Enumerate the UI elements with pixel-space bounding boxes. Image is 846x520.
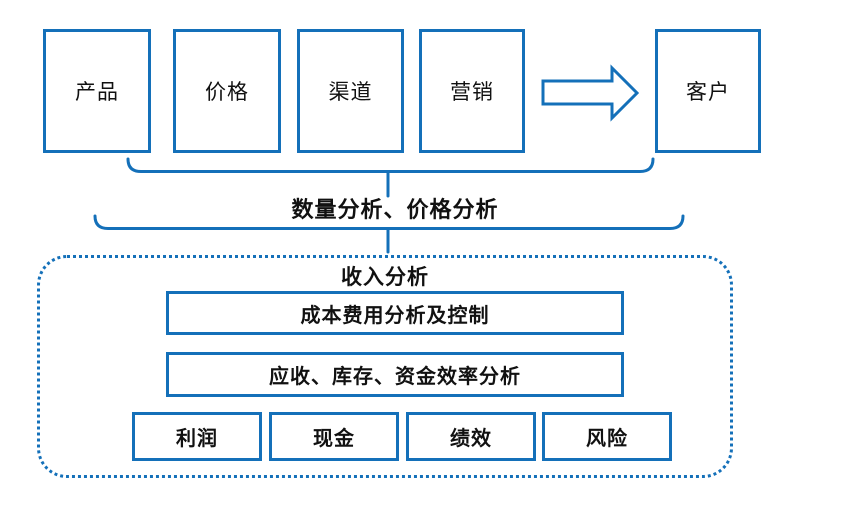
flow-box-customer: 客户	[655, 29, 761, 153]
flow-box-price-label: 价格	[205, 80, 249, 104]
flow-box-customer-label: 客户	[686, 80, 730, 104]
chip-risk-label: 风险	[586, 426, 628, 450]
quantity-price-analysis-label: 数量分析、价格分析	[291, 197, 499, 223]
flow-box-product-label: 产品	[75, 80, 119, 104]
upper-brace	[126, 157, 655, 173]
chip-risk: 风险	[542, 412, 672, 461]
chip-performance: 绩效	[406, 412, 536, 461]
flow-box-product: 产品	[43, 29, 151, 153]
efficiency-analysis-bar: 应收、库存、资金效率分析	[166, 352, 624, 397]
right-arrow-icon	[541, 64, 640, 122]
revenue-analysis-title: 收入分析	[341, 264, 429, 289]
chip-performance-label: 绩效	[450, 426, 492, 450]
chip-profit: 利润	[132, 412, 262, 461]
flow-box-channel-label: 渠道	[328, 80, 373, 104]
efficiency-analysis-label: 应收、库存、资金效率分析	[269, 364, 521, 388]
chip-cash-label: 现金	[313, 426, 355, 450]
cost-control-analysis-bar: 成本费用分析及控制	[166, 291, 624, 335]
flow-box-channel: 渠道	[297, 29, 404, 153]
cost-control-analysis-label: 成本费用分析及控制	[300, 302, 490, 327]
flow-box-marketing-label: 营销	[450, 80, 494, 104]
flow-box-marketing: 营销	[419, 29, 525, 153]
flow-box-price: 价格	[173, 29, 281, 153]
chip-profit-label: 利润	[176, 426, 218, 450]
chip-cash: 现金	[269, 412, 399, 461]
